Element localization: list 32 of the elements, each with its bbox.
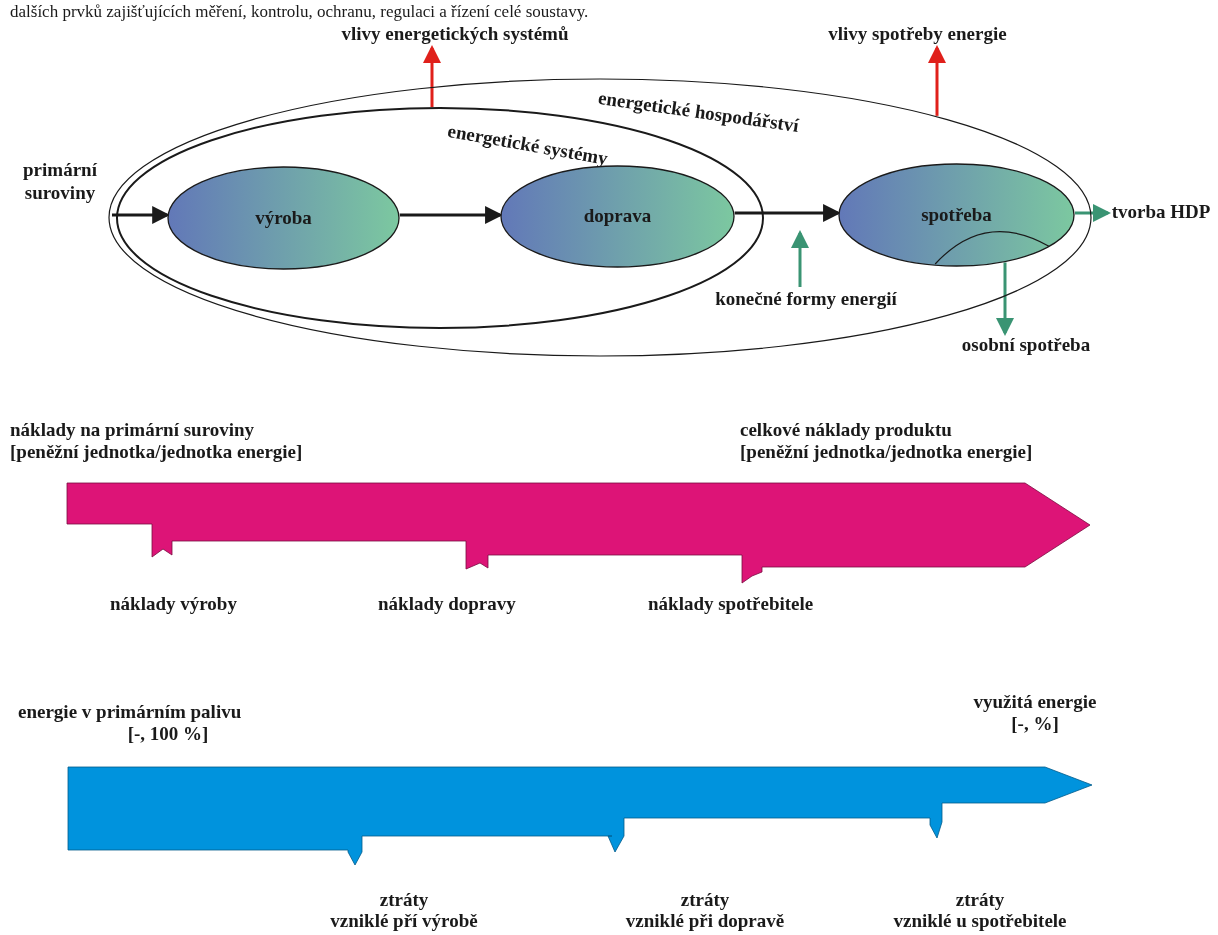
node-text: spotřeba	[921, 202, 992, 227]
flow-label: osobní spotřeba	[940, 333, 1112, 356]
band-label: ztráty	[955, 888, 1005, 911]
flow-label: konečné formy energií	[685, 287, 927, 310]
arrow	[928, 45, 946, 116]
band-label: náklady na primární suroviny	[10, 418, 255, 441]
band-label: [peněžní jednotka/jednotka energie]	[10, 440, 303, 463]
body-text: dalších prvků zajišťujících měření, kontrolu, ochranu, regulaci a řízení celé soustavy.	[10, 1, 589, 23]
band-label: [-, %]	[1011, 712, 1059, 735]
flow-label: primární suroviny	[8, 158, 112, 204]
band-label: náklady dopravy	[378, 592, 516, 615]
band-label: vzniklé při dopravě	[625, 910, 785, 932]
arrow	[791, 230, 809, 287]
band-label: [peněžní jednotka/jednotka energie]	[740, 440, 1033, 463]
band-label: energie v primárním palivu	[18, 700, 242, 723]
node-text: doprava	[583, 204, 652, 229]
band-label: vzniklé pří výrobě	[330, 910, 478, 932]
band-label: náklady spotřebitele	[648, 592, 814, 615]
flow-label: vlivy energetických systémů	[300, 22, 610, 45]
arrow	[1074, 204, 1111, 222]
flow-label: tvorba HDP	[1108, 200, 1214, 223]
band-label: [-, 100 %]	[127, 722, 209, 745]
band-label: vzniklé u spotřebitele	[893, 910, 1067, 932]
band-label: ztráty	[379, 888, 429, 911]
band-label: náklady výroby	[110, 592, 237, 615]
band-label: ztráty	[680, 888, 730, 911]
arrow	[423, 45, 441, 108]
band-label: celkové náklady produktu	[740, 418, 952, 441]
arrow	[996, 262, 1014, 336]
band-label: využitá energie	[973, 690, 1097, 713]
node-text: výroba	[255, 205, 312, 230]
flow-label: vlivy spotřeby energie	[795, 22, 1040, 45]
